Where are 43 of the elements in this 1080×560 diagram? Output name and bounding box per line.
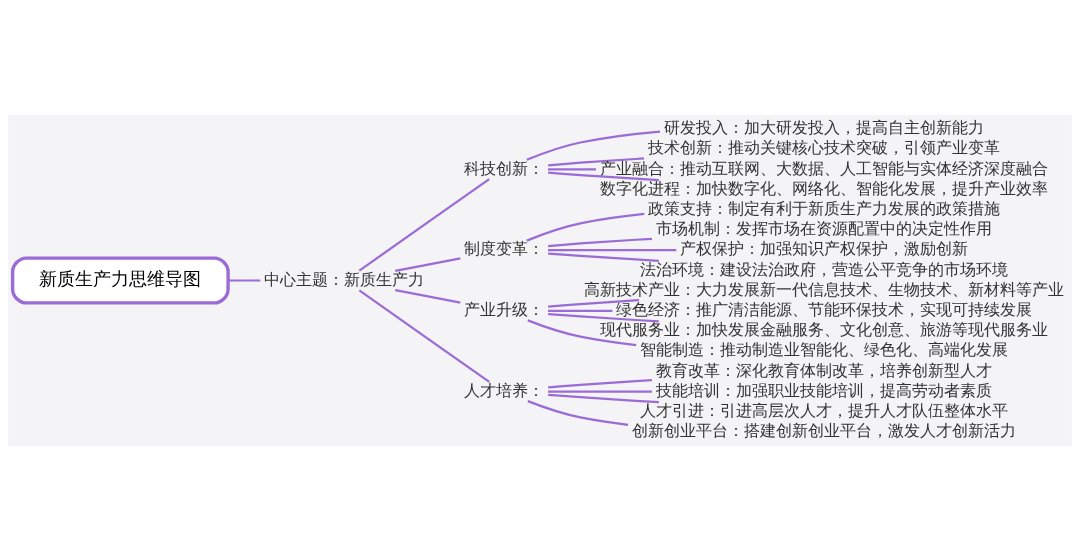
node-text: 政策支持：制定有利于新质生产力发展的政策措施 — [647, 198, 1000, 218]
node-text: 市场机制：发挥市场在资源配置中的决定性作用 — [655, 218, 992, 238]
connector — [548, 378, 652, 389]
node-text: 科技创新： — [464, 158, 545, 178]
connector — [548, 167, 596, 171]
connector — [548, 298, 640, 308]
node-text: 教育改革：深化教育体制改革，培养创新型人才 — [655, 360, 992, 380]
connector — [358, 288, 490, 383]
node-text: 人才培养： — [464, 380, 545, 400]
node-text: 技术创新：推动关键核心技术突破，引领产业变革 — [647, 137, 1000, 157]
connector — [548, 309, 613, 312]
connector — [548, 251, 659, 262]
connector — [548, 237, 652, 247]
connector — [395, 288, 461, 304]
node-text: 现代服务业：加快发展金融服务、文化创意、旅游等现代服务业 — [599, 319, 1048, 339]
node-text: 技能培训：加强职业技能培训，提高劳动者素质 — [655, 380, 992, 400]
connector — [526, 129, 661, 161]
node-text: 产业升级： — [464, 299, 545, 319]
connector — [548, 171, 659, 181]
connector — [548, 156, 645, 166]
connector — [527, 318, 637, 346]
node-text: 高新技术产业：大力发展新一代信息技术、生物技术、新材料等产业 — [583, 279, 1064, 299]
connector — [395, 256, 461, 272]
connector — [548, 312, 659, 323]
node-text: 中心主题：新质生产力 — [264, 269, 425, 289]
connector — [548, 393, 659, 403]
node-text: 制度变革： — [464, 238, 545, 258]
connector — [527, 399, 629, 426]
node-text: 数字化进程：加快数字化、网络化、智能化发展，提升产业效率 — [599, 178, 1048, 198]
node-text: 产业融合：推动互联网、大数据、人工智能与实体经济深度融合 — [599, 158, 1048, 178]
node-text: 人才引进：引进高层次人才，提升人才队伍整体水平 — [639, 400, 1008, 420]
node-text: 智能制造：推动制造业智能化、绿色化、高端化发展 — [639, 339, 1008, 359]
connector — [526, 212, 645, 242]
node-text: 创新创业平台：搭建创新创业平台，激发人才创新活力 — [631, 420, 1016, 440]
connector — [228, 278, 261, 282]
connector — [548, 389, 652, 393]
connector — [358, 177, 490, 272]
node-text: 研发投入：加大研发投入，提高自主创新能力 — [663, 117, 984, 137]
node-text: 产权保护：加强知识产权保护，激励创新 — [679, 238, 968, 258]
node-text: 绿色经济：推广清洁能源、节能环保技术，实现可持续发展 — [615, 299, 1032, 319]
node-box: 新质生产力思维导图 — [10, 255, 230, 305]
connector — [548, 248, 677, 251]
node-text: 法治环境：建设法治政府，营造公平竞争的市场环境 — [639, 259, 1008, 279]
